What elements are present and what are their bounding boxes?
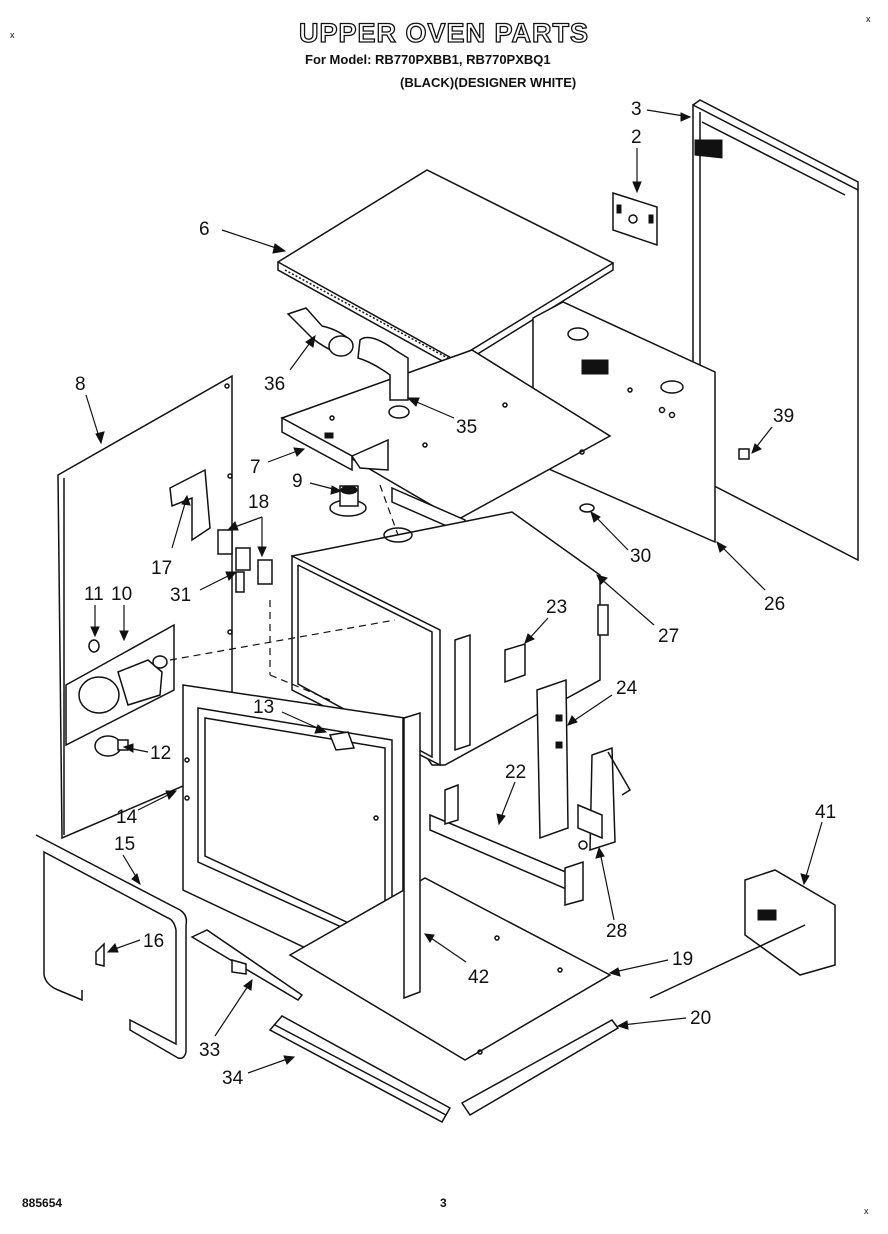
part-33-vent-trim xyxy=(190,929,304,1001)
page-title: UPPER OVEN PARTS xyxy=(298,17,590,48)
part-30-button xyxy=(579,503,595,513)
page-number: 3 xyxy=(440,1196,447,1210)
callout-22: 22 xyxy=(505,762,526,783)
callout-numbers: 3 2 6 36 35 8 39 7 9 17 18 31 30 26 11 1… xyxy=(75,99,836,1089)
part-41-cover xyxy=(744,869,836,976)
callout-3: 3 xyxy=(631,99,642,120)
callout-24: 24 xyxy=(616,678,638,699)
leader-lines xyxy=(85,109,823,1074)
color-line: (BLACK)(DESIGNER WHITE) xyxy=(400,75,577,90)
part-18-switch xyxy=(217,529,273,585)
model-line: For Model: RB770PXBB1, RB770PXBQ1 xyxy=(305,52,551,67)
corner-mark-top-left: x xyxy=(10,30,15,40)
callout-12: 12 xyxy=(150,743,171,764)
callout-34: 34 xyxy=(222,1068,244,1089)
callout-16: 16 xyxy=(143,931,164,952)
callout-18: 18 xyxy=(248,492,269,513)
part-28-door-hinge xyxy=(577,746,632,852)
callout-31: 31 xyxy=(170,585,191,606)
part-35-vent-duct xyxy=(357,336,410,419)
part-10-lamp-assembly xyxy=(65,623,175,747)
part-27-oven-cavity xyxy=(290,511,609,767)
part-19-bottom-panel xyxy=(288,877,612,1061)
callout-20: 20 xyxy=(690,1008,711,1029)
callout-35: 35 xyxy=(456,417,477,438)
part-36-vent-duct xyxy=(286,307,354,357)
corner-mark-bottom-right: x xyxy=(864,1206,869,1216)
part-2-bracket xyxy=(612,191,658,247)
callout-33: 33 xyxy=(199,1040,220,1061)
part-15-door-gasket xyxy=(35,834,188,1060)
part-17-bracket xyxy=(169,468,211,542)
part-9-light-socket xyxy=(329,485,367,517)
callout-9: 9 xyxy=(292,471,303,492)
callout-23: 23 xyxy=(546,597,567,618)
part-3-side-panel xyxy=(692,99,859,562)
callout-41: 41 xyxy=(815,802,836,823)
part-11-washer xyxy=(88,639,100,653)
callout-39: 39 xyxy=(773,406,794,427)
callout-26: 26 xyxy=(764,594,785,615)
callout-7: 7 xyxy=(250,457,261,478)
callout-42: 42 xyxy=(468,967,489,988)
part-12-bulb xyxy=(94,735,129,757)
callout-19: 19 xyxy=(672,949,693,970)
part-31-switch xyxy=(235,547,251,593)
document-number: 885654 xyxy=(22,1196,63,1210)
callout-27: 27 xyxy=(658,626,679,647)
callout-8: 8 xyxy=(75,374,86,395)
part-39-clip xyxy=(738,448,750,460)
callout-13: 13 xyxy=(253,697,274,718)
callout-15: 15 xyxy=(114,834,135,855)
callout-28: 28 xyxy=(606,921,627,942)
part-26-rear-panel xyxy=(532,301,716,544)
part-20-trim-strip xyxy=(460,1019,620,1117)
callout-6: 6 xyxy=(199,219,210,240)
part-42-door-trim xyxy=(403,711,421,1000)
part-23-plate xyxy=(504,642,526,684)
part-13-latch xyxy=(328,731,356,751)
callout-14: 14 xyxy=(116,807,138,828)
part-22-side-rail xyxy=(429,783,584,906)
callout-17: 17 xyxy=(151,558,172,579)
alignment-lines xyxy=(169,484,806,999)
part-7-inner-top xyxy=(280,349,612,536)
part-16-clip xyxy=(95,942,105,967)
callout-2: 2 xyxy=(631,127,642,148)
part-24-hinge-bracket xyxy=(536,678,569,840)
callout-11: 11 xyxy=(84,584,104,605)
callout-30: 30 xyxy=(630,546,651,567)
callout-36: 36 xyxy=(264,374,285,395)
corner-mark-top-right: x xyxy=(866,14,871,24)
callout-10: 10 xyxy=(111,584,132,605)
part-34-trim-strip xyxy=(268,1015,452,1124)
